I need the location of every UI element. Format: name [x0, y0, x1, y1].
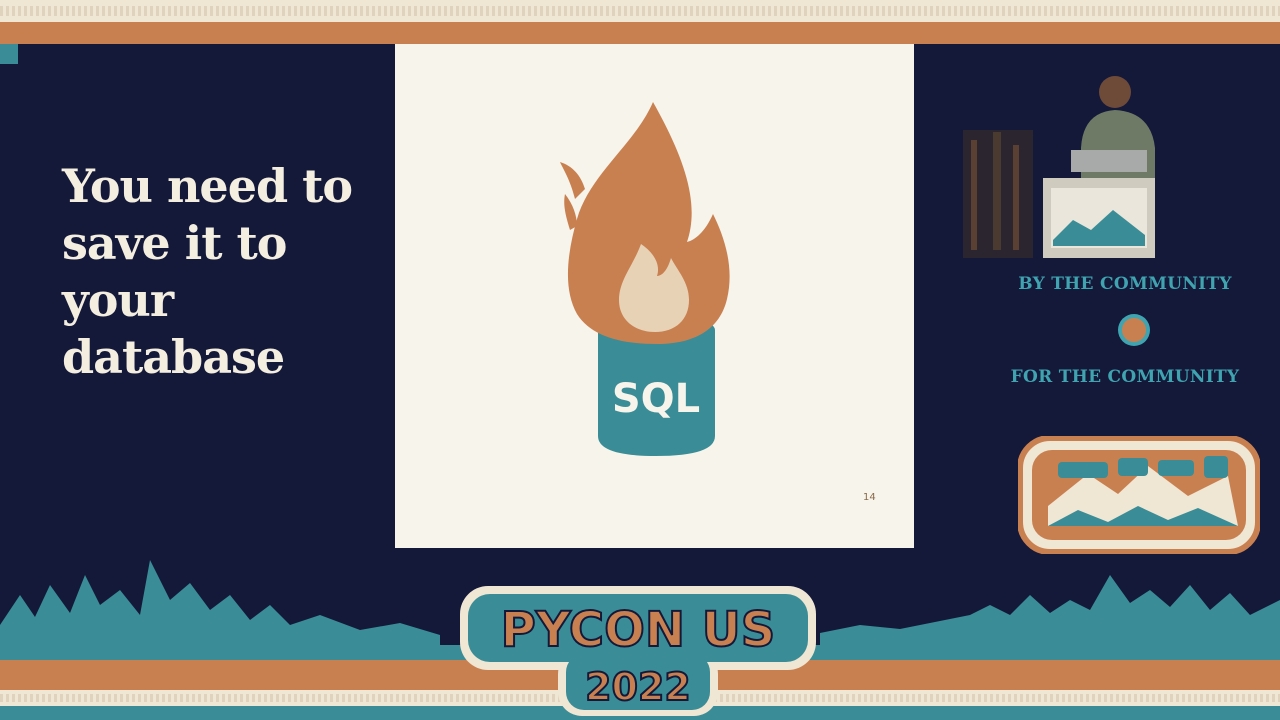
slide-page-number: 14 — [863, 492, 876, 503]
top-orange-band — [0, 22, 1280, 44]
pycon-us-2022-logo: PYCON US 2022 — [460, 586, 816, 716]
tahoma-mountain-badge — [1018, 436, 1260, 554]
flame-icon — [560, 102, 730, 344]
top-dotted-pattern — [0, 6, 1280, 16]
tagline-by-the-community: BY THE COMMUNITY — [1018, 274, 1232, 294]
speaker-video — [963, 70, 1161, 258]
presentation-slide: SQL 14 — [395, 44, 914, 548]
slide-headline: You need to save it to your database — [62, 159, 353, 384]
sql-label: SQL — [612, 376, 700, 422]
corner-tab — [0, 44, 18, 64]
sql-fire-illustration: SQL — [560, 102, 730, 456]
tagline-for-the-community: FOR THE COMMUNITY — [1010, 367, 1240, 387]
pycon-year: 2022 — [585, 665, 691, 709]
pycon-name: PYCON US — [501, 602, 776, 658]
divider-dot-icon — [1118, 314, 1150, 346]
